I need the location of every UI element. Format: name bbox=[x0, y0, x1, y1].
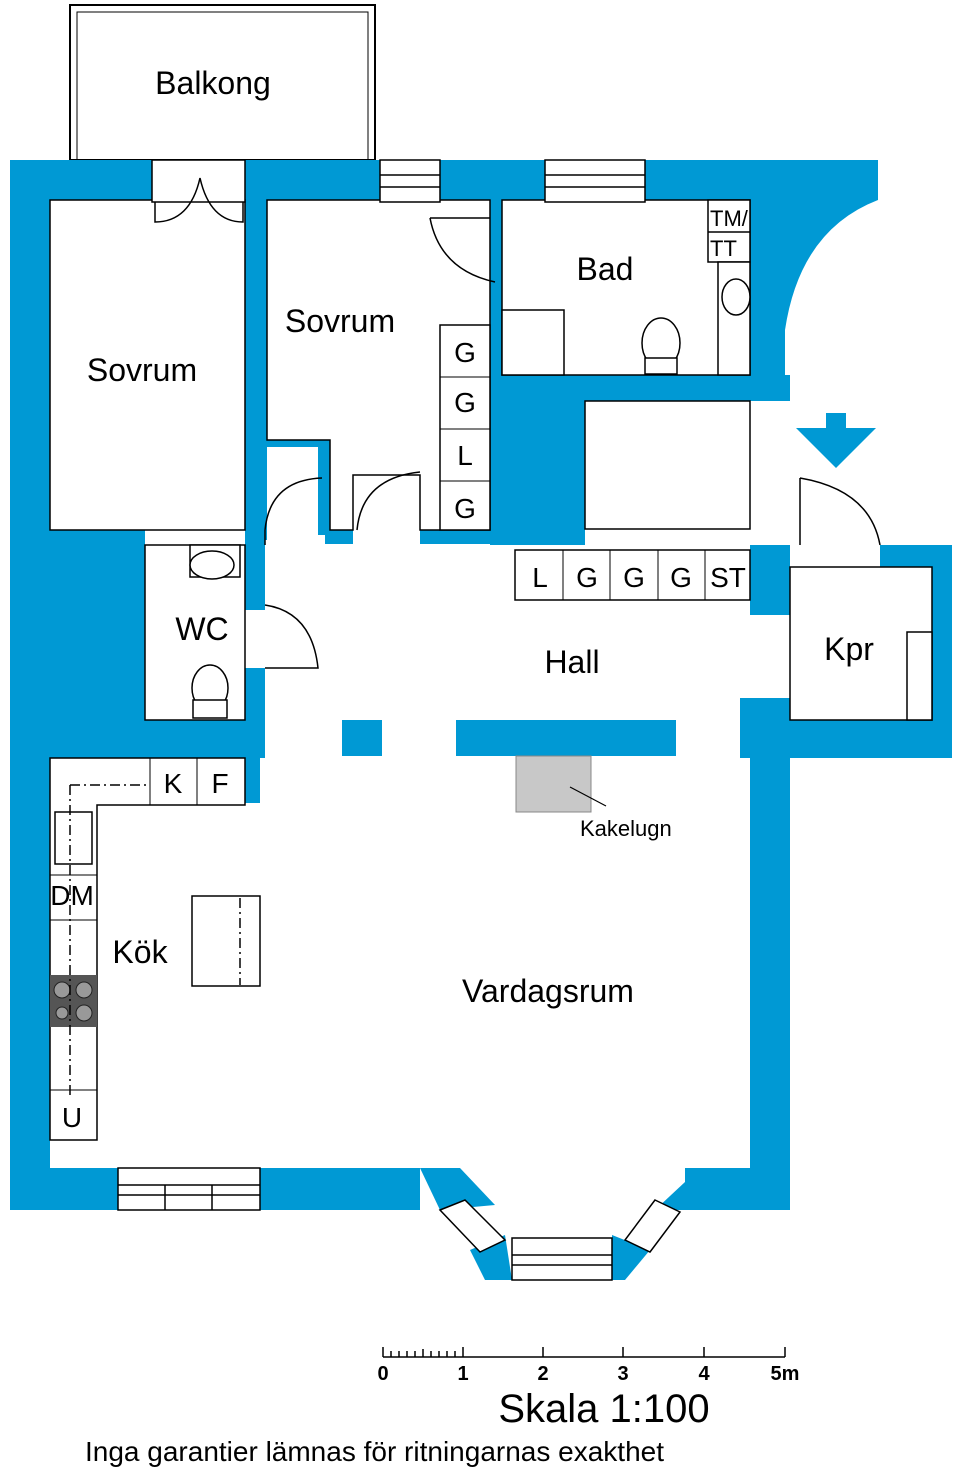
fireplace bbox=[515, 755, 592, 813]
scale-tick: 1 bbox=[457, 1363, 468, 1385]
windows bbox=[117, 159, 682, 1281]
scale-bar bbox=[382, 1347, 786, 1358]
closet-label: G bbox=[454, 493, 476, 524]
kitchen-k-label: K bbox=[164, 768, 183, 799]
tm-tt-label: TT bbox=[710, 236, 737, 261]
tm-tt-label: TM/ bbox=[710, 206, 749, 231]
doors bbox=[154, 177, 881, 669]
bathroom-fixtures bbox=[501, 199, 751, 376]
kakelugn-label: Kakelugn bbox=[580, 816, 672, 841]
kitchen bbox=[49, 757, 261, 1141]
arrow-down-icon bbox=[796, 413, 876, 468]
kpr-shelf bbox=[906, 631, 933, 721]
scale-tick: 3 bbox=[617, 1363, 628, 1385]
closet-row: L G G G ST bbox=[514, 549, 751, 601]
walls bbox=[10, 160, 952, 1280]
room-label-kpr: Kpr bbox=[824, 631, 874, 667]
disclaimer: Inga garantier lämnas för ritningarnas e… bbox=[85, 1436, 664, 1467]
room-label-sovrum-mid: Sovrum bbox=[285, 303, 395, 339]
room-label-kok: Kök bbox=[112, 934, 168, 970]
scale-tick: 4 bbox=[698, 1363, 710, 1385]
scale-tick: 2 bbox=[537, 1363, 548, 1385]
sink-icon bbox=[189, 550, 235, 580]
kitchen-u-label: U bbox=[62, 1102, 82, 1133]
scale-tick: 0 bbox=[377, 1363, 388, 1385]
closet-label: G bbox=[670, 562, 692, 593]
wc-fixtures bbox=[189, 544, 241, 719]
kitchen-island bbox=[191, 895, 261, 987]
scale-title: Skala 1:100 bbox=[498, 1387, 709, 1431]
closet-label: ST bbox=[710, 562, 746, 593]
room-label-hall: Hall bbox=[544, 644, 599, 680]
closet-label: G bbox=[454, 387, 476, 418]
stove-icon bbox=[50, 975, 97, 1027]
room-label-bad: Bad bbox=[577, 251, 634, 287]
kitchen-f-label: F bbox=[211, 768, 228, 799]
closet-column: G G L G bbox=[439, 324, 491, 531]
closet-label: L bbox=[457, 440, 473, 471]
kitchen-sink bbox=[54, 811, 93, 865]
closet-label: G bbox=[576, 562, 598, 593]
room-label-wc: WC bbox=[175, 611, 228, 647]
room-label-balkong: Balkong bbox=[155, 65, 271, 101]
kitchen-dm-label: DM bbox=[50, 880, 94, 911]
closet-label: G bbox=[623, 562, 645, 593]
scale-tick: 5m bbox=[771, 1363, 800, 1385]
closet-label: G bbox=[454, 337, 476, 368]
room-label-vardagsrum: Vardagsrum bbox=[462, 973, 634, 1009]
closet-label: L bbox=[532, 562, 548, 593]
balcony-outline bbox=[69, 4, 376, 161]
room-label-sovrum-left: Sovrum bbox=[87, 352, 197, 388]
